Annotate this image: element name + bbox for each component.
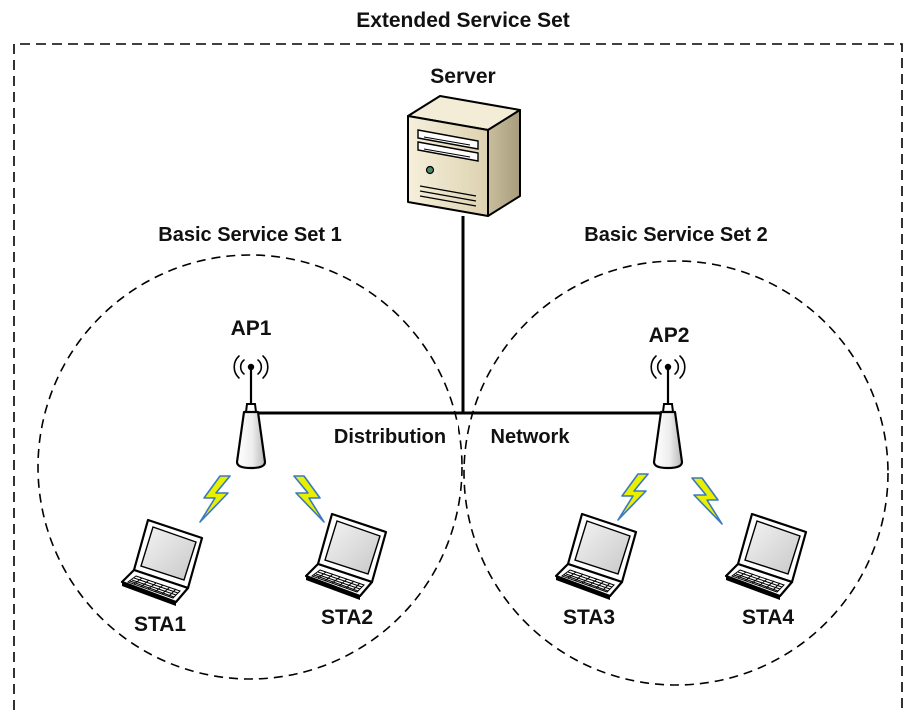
ap2-label: AP2 (649, 324, 690, 347)
laptop-icon (554, 512, 638, 602)
diagram-title: Extended Service Set (356, 9, 570, 32)
laptop-icon (120, 518, 204, 608)
ess-boundary (13, 43, 903, 712)
distribution-label: Distribution (334, 426, 446, 448)
sta3-label: STA3 (563, 606, 615, 629)
bss-2-circle (463, 260, 889, 686)
bss-2-label: Basic Service Set 2 (584, 224, 767, 246)
wireless-link-icon (617, 473, 649, 521)
wireless-link-icon (293, 475, 325, 523)
sta4-label: STA4 (742, 606, 794, 629)
sta2-label: STA2 (321, 606, 373, 629)
wireless-link-icon (199, 475, 231, 523)
server-label: Server (430, 65, 495, 88)
laptop-icon (724, 512, 808, 602)
ap1-label: AP1 (231, 317, 272, 340)
network-label: Network (491, 426, 571, 448)
bss-1-circle (37, 254, 463, 680)
laptop-icon (304, 512, 388, 602)
server-tower-icon (407, 95, 521, 217)
bss-1-label: Basic Service Set 1 (158, 224, 341, 246)
sta1-label: STA1 (134, 613, 186, 636)
wireless-link-icon (691, 477, 723, 525)
